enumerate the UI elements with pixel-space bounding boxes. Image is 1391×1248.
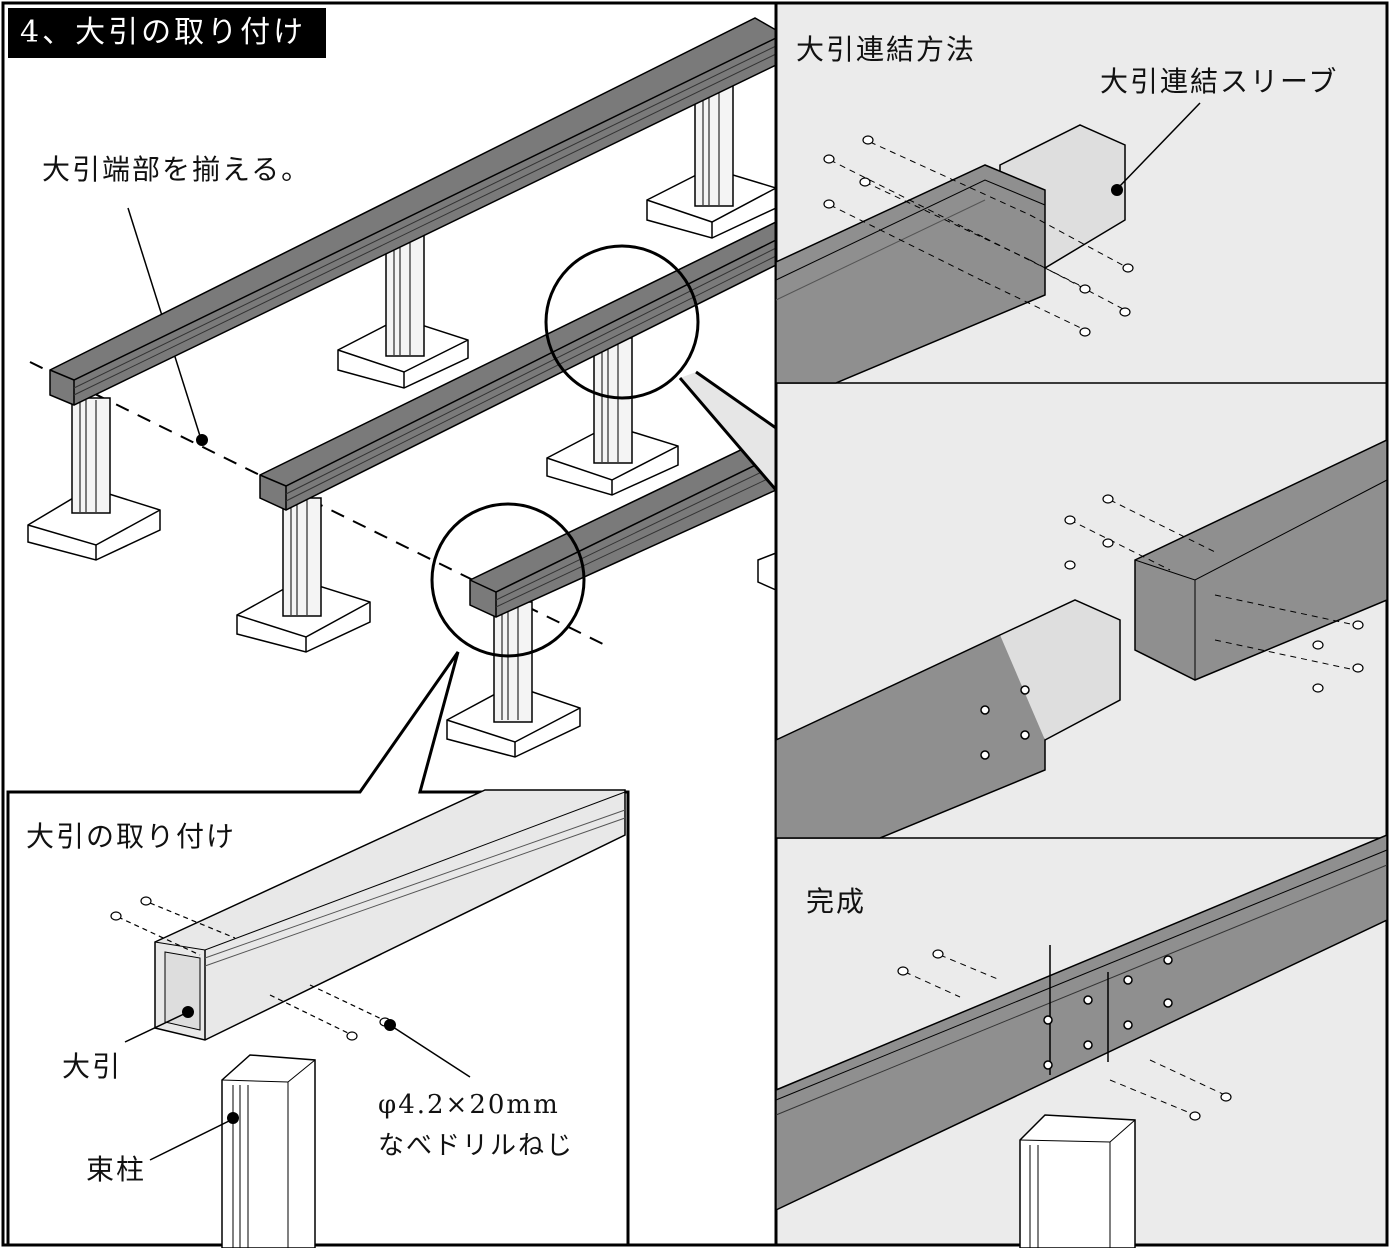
separated-panel-art: [775, 438, 1388, 839]
zoom-circle-attach: [430, 502, 586, 658]
section-title: 4、大引の取り付け: [8, 8, 326, 58]
label-sleeve: 大引連結スリーブ: [1100, 65, 1339, 98]
zoom-circle-connect: [544, 244, 700, 400]
complete-panel-art: [775, 833, 1388, 1248]
complete-panel-title: 完成: [806, 885, 867, 918]
connect-panel-art: [775, 102, 1201, 384]
right-panels: [774, 1, 1389, 1248]
alignment-dot: [196, 434, 208, 446]
label-screw-name: なべドリルねじ: [378, 1131, 575, 1161]
detail-attach-title: 大引の取り付け: [26, 820, 237, 853]
connect-panel-title: 大引連結方法: [796, 33, 977, 66]
label-beam: 大引: [62, 1050, 123, 1083]
label-post: 束柱: [86, 1153, 147, 1186]
beam: [49, 17, 777, 618]
label-align-ends: 大引端部を揃える。: [42, 153, 312, 186]
main-scene: [27, 17, 778, 758]
detail-attach-panel: [6, 651, 630, 1248]
label-screw-size: φ4.2×20mm: [378, 1090, 560, 1120]
